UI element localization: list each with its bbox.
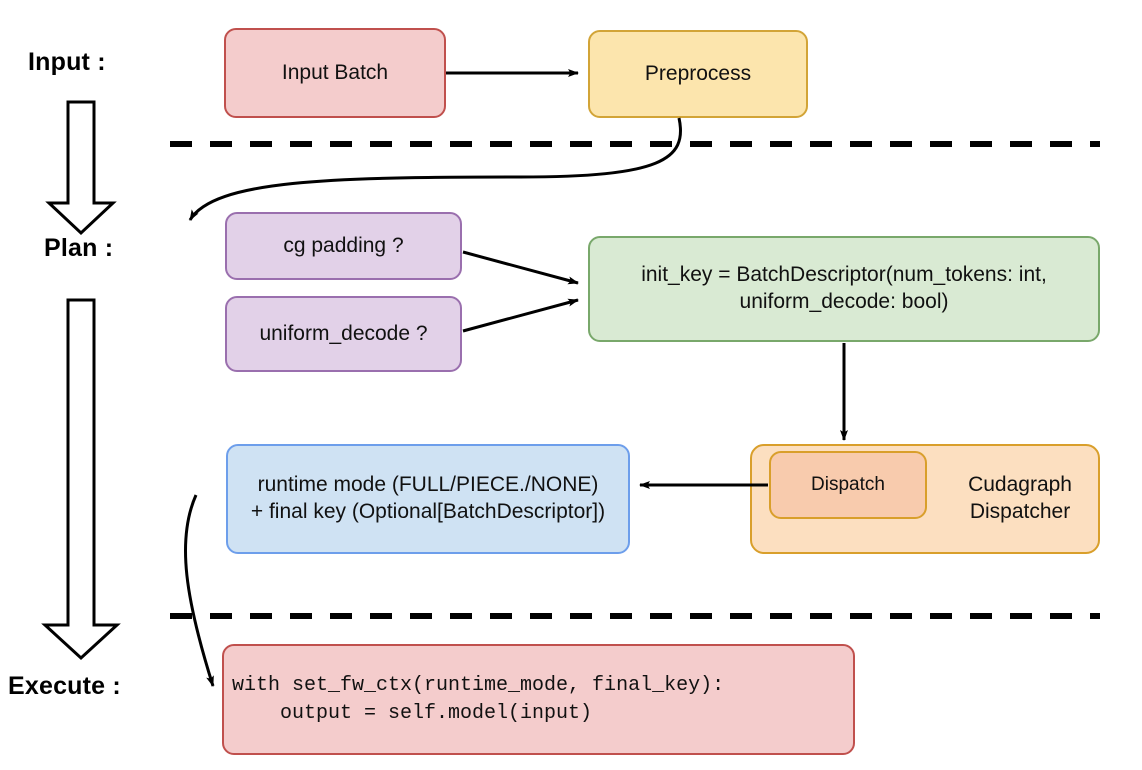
node-input-batch[interactable]: Input Batch	[224, 28, 446, 118]
connector-runtime-mode-to-code-block	[184, 494, 215, 687]
input-to-plan-arrow	[45, 100, 117, 236]
node-uniform-decode[interactable]: uniform_decode ?	[225, 296, 462, 372]
connector-preprocess-to-cg-padding	[188, 117, 682, 221]
plan-to-execute-arrow	[41, 298, 121, 661]
stage-label-execute: Execute :	[8, 672, 121, 700]
node-cg-padding[interactable]: cg padding ?	[225, 212, 462, 280]
node-code-block[interactable]: with set_fw_ctx(runtime_mode, final_key)…	[222, 644, 855, 755]
node-runtime-mode[interactable]: runtime mode (FULL/PIECE./NONE) + final …	[226, 444, 630, 554]
connector-uniform-decode-to-init-key	[462, 298, 579, 333]
node-preprocess[interactable]: Preprocess	[588, 30, 808, 118]
stage-label-input: Input :	[28, 48, 106, 76]
node-dispatch[interactable]: Dispatch	[769, 451, 927, 519]
node-init-key[interactable]: init_key = BatchDescriptor(num_tokens: i…	[588, 236, 1100, 342]
connector-cg-padding-to-init-key	[462, 250, 579, 285]
stage-label-plan: Plan :	[44, 234, 114, 262]
